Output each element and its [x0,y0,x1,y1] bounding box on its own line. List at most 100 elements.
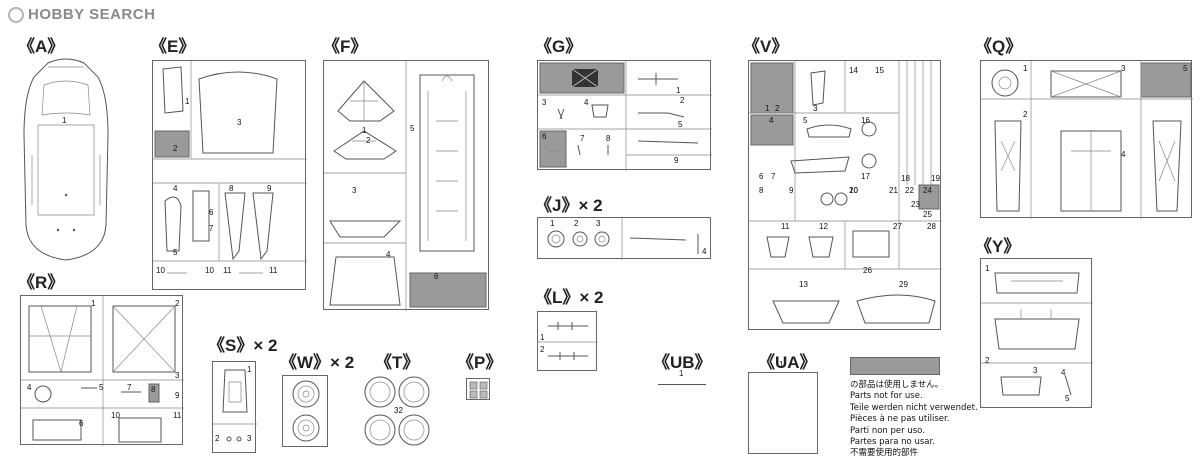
sprue-l-label: 《L》× 2 [535,288,604,307]
part-number: 1 [91,299,96,308]
part-number: 3 [1121,64,1126,73]
sprue-p-parts [469,381,488,399]
part-number: 2 [775,104,780,113]
tire-ring-icon [364,376,430,446]
sprue-v-frame: 1 2 3 4 5 6 7 8 9 10 11 12 13 14 15 16 1… [748,60,942,330]
sprue-q-label: 《Q》 [975,37,1023,56]
notice-line-es: Partes para no usar. [850,437,935,448]
part-number: 3 [237,118,242,127]
sprue-l-frame: 1 2 [537,311,598,371]
part-number: 5 [173,248,178,257]
part-number: 7 [209,224,214,233]
sprue-e-frame: 1 2 3 4 5 6 7 8 9 10 10 11 11 [152,60,307,290]
part-number: 23 [911,200,920,209]
part-number: 2 [173,144,178,153]
part-number: 11 [269,266,278,275]
part-number: 2 [574,219,579,228]
part-number: 11 [781,222,790,231]
part-number: 17 [861,172,870,181]
part-number: 3 [1033,366,1038,375]
part-number: 9 [674,156,679,165]
sprue-ua-frame: 1 [748,361,818,454]
part-number: 1 [679,369,684,378]
part-number: 22 [905,186,914,195]
part-number: 6 [759,172,764,181]
part-number: 1 [765,104,770,113]
part-number: 1 [62,116,67,125]
sprue-g-frame: 1 2 3 4 5 6 7 8 9 [537,60,712,171]
part-number: 1 [247,365,252,374]
sprue-ub-label: 《UB》 [653,353,712,372]
part-number: 2 [985,356,990,365]
notice-line-fr: Pièces à ne pas utiliser. [850,414,950,425]
part-number: 16 [861,116,870,125]
part-number: 11 [173,411,182,420]
part-number: 2 [366,136,371,145]
part-number: 2 [1023,110,1028,119]
part-number: 5 [410,124,415,133]
sprue-w-label: 《W》× 2 [280,353,355,372]
part-number: 24 [923,186,932,195]
hobby-search-watermark: HOBBY SEARCH [8,6,155,23]
part-number: 8 [229,184,234,193]
part-number: 8 [151,385,156,394]
part-number: 12 [819,222,828,231]
part-number: 9 [267,184,272,193]
sprue-r-label: 《R》 [18,273,65,292]
unused-parts-notice: の部品は使用しません。 Parts not for use. Teile wer… [850,380,978,460]
part-number: 4 [702,247,707,256]
sprue-t-label: 《T》 [375,353,420,372]
watermark-text: HOBBY SEARCH [28,6,156,23]
ub-decal-line [658,384,706,385]
sprue-s-frame: 1 2 3 [212,361,257,453]
part-number: 32 [394,406,403,415]
part-number: 7 [127,383,132,392]
part-number: 3 [175,371,180,380]
part-number: 10 [205,266,214,275]
part-number: 7 [580,134,585,143]
part-number: 3 [596,219,601,228]
part-number: 1 [779,360,784,369]
sprue-l-runners [538,322,598,360]
part-number: 2 [215,434,220,443]
sprue-ua-label: 《UA》 [758,353,817,372]
sprue-j-runners [547,218,699,260]
notice-line-zh: 不需要使用的部件 [850,448,919,459]
part-number: 5 [1183,64,1188,73]
part-number: 9 [175,391,180,400]
sprue-a-label: 《A》 [18,37,65,56]
part-number: 1 [676,86,681,95]
notice-line-en: Parts not for use. [850,391,923,402]
part-number: 3 [352,186,357,195]
sprue-j-frame: 1 2 3 4 [537,217,711,260]
part-number: 2 [175,299,180,308]
part-number: 4 [1121,150,1126,159]
part-number: 10 [156,266,165,275]
part-number: 8 [759,186,764,195]
part-number: 21 [889,186,898,195]
part-number: 1 [550,219,555,228]
part-number: 3 [247,434,252,443]
part-number: 1 [540,333,545,342]
part-number: 20 [849,186,858,195]
sprue-y-frame: 1 2 3 4 5 [980,258,1093,408]
sprue-t-tires: 32 [362,372,432,452]
watermark-logo-icon [8,7,24,23]
part-number: 5 [99,383,104,392]
sprue-j-label: 《J》× 2 [535,196,603,215]
part-number: 4 [27,383,32,392]
part-number: 1 [185,97,190,106]
part-number: 11 [223,266,232,275]
part-number: 25 [923,210,932,219]
sprue-p-label: 《P》 [457,353,503,372]
part-number: 1 [1023,64,1028,73]
part-number: 1 [362,126,367,135]
sprue-g-runners [538,61,712,171]
part-number: 4 [386,250,391,259]
part-number: 13 [799,280,808,289]
car-body-outline-icon [23,58,109,261]
part-number: 18 [901,174,910,183]
part-number: 10 [111,411,120,420]
sprue-r-frame: 1 2 3 4 5 6 7 8 9 10 11 [20,295,184,446]
sprue-w-frame [282,375,328,447]
